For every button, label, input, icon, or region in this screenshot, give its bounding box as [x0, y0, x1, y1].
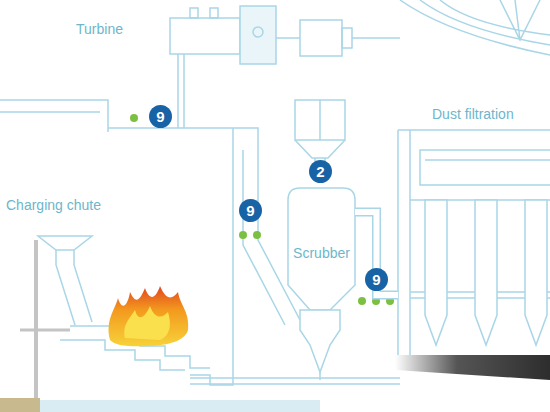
node-text: Scrubber — [288, 245, 355, 261]
callout-number: 9 — [239, 199, 262, 222]
node-text: Turbine — [76, 21, 123, 37]
node-text: Dust filtration — [432, 106, 550, 122]
callout-number: 9 — [365, 268, 388, 291]
pipe-connector — [355, 212, 398, 295]
turbine-label: Turbine — [72, 18, 127, 41]
scrubber-vessel: Scrubber — [288, 190, 355, 285]
pipe-outline — [355, 212, 398, 295]
callout-number: 9 — [149, 105, 172, 128]
chute-label: Charging chute — [6, 197, 101, 213]
callout-number: 2 — [309, 160, 332, 183]
dust-filter-housing: Dust filtration — [398, 102, 550, 355]
